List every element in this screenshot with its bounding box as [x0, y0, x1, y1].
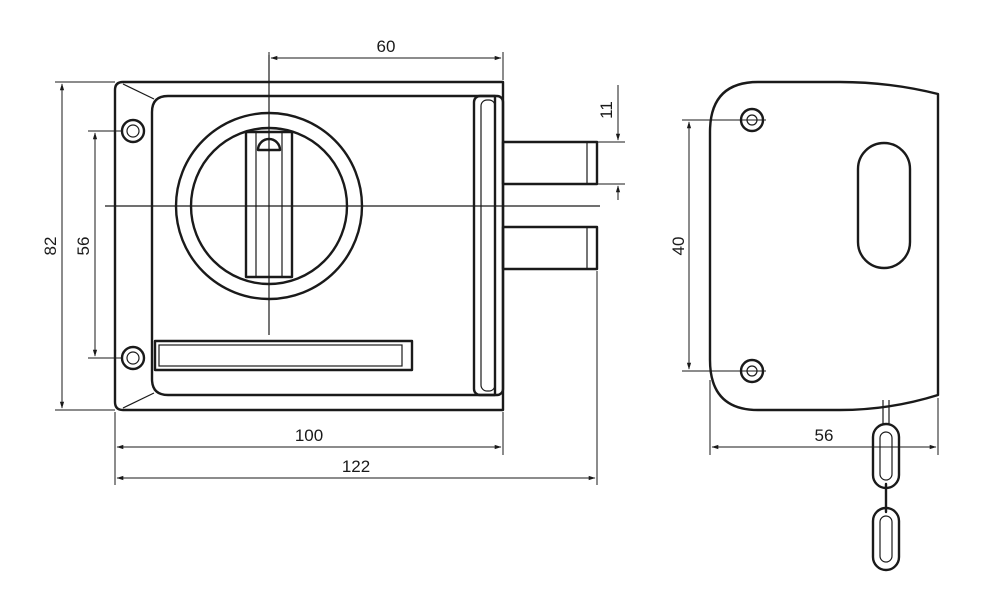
faceplate [472, 94, 505, 397]
lock-outer-plate [113, 80, 505, 412]
dim-label-60: 60 [377, 37, 396, 56]
lock-inner-body [150, 94, 497, 397]
faceplate-inner [480, 99, 496, 392]
dim-label-56-side: 56 [815, 426, 834, 445]
front-view [105, 55, 600, 412]
chamfer-line [122, 83, 155, 100]
dim-label-122: 122 [342, 457, 370, 476]
dim-label-82: 82 [41, 237, 60, 256]
dim-label-11: 11 [597, 101, 616, 119]
dim-label-100: 100 [295, 426, 323, 445]
front-dimensions: 60 11 82 56 100 122 [41, 37, 625, 485]
oval-window [856, 141, 912, 270]
mounting-hole-bottom [120, 345, 146, 371]
side-view [708, 80, 940, 572]
bolt-lower [501, 225, 599, 271]
handle-slot [153, 339, 414, 372]
keyhole-icon [256, 137, 282, 152]
side-dimensions: 40 56 [669, 119, 939, 455]
bolt-upper [501, 140, 599, 186]
mounting-hole-top [120, 118, 146, 144]
dim-label-56-front: 56 [74, 237, 93, 256]
chamfer-line [122, 392, 155, 409]
dim-label-40: 40 [669, 237, 688, 256]
side-body [708, 80, 940, 412]
chain [871, 400, 901, 572]
